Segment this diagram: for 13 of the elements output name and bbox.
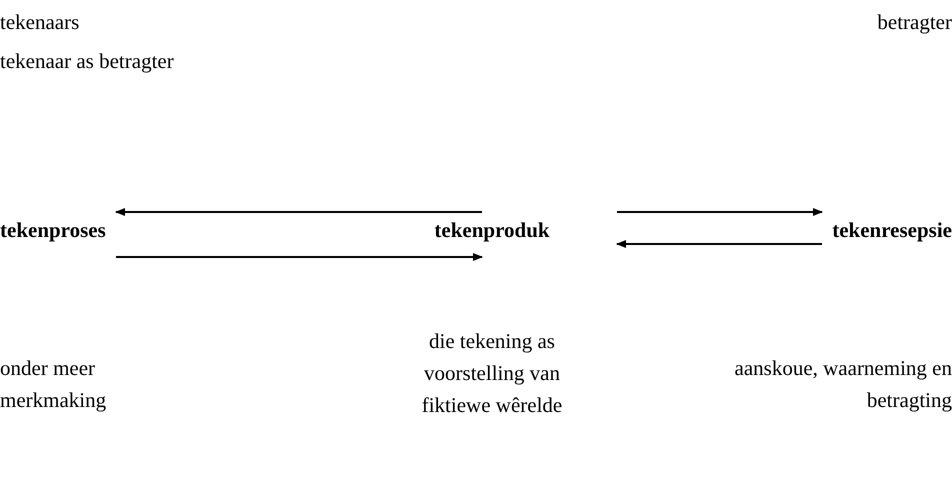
node-label: tekenresepsie (832, 214, 952, 246)
text-label: aanskoue, waarneming en betragting (734, 355, 952, 414)
text-label: tekenaars (0, 9, 80, 36)
node-label: tekenproduk (434, 214, 550, 246)
arrow (617, 208, 823, 216)
text-label: die tekening as voorstelling van fiktiewe wêrelde (420, 328, 564, 419)
text-label: tekenaar as betragter (0, 48, 175, 75)
text-label: betragter (876, 9, 952, 36)
text-label: onder meer merkmaking (0, 355, 108, 414)
node-label: tekenproses (0, 214, 106, 246)
arrow (616, 240, 822, 248)
arrow (116, 253, 483, 261)
arrow (115, 208, 482, 216)
